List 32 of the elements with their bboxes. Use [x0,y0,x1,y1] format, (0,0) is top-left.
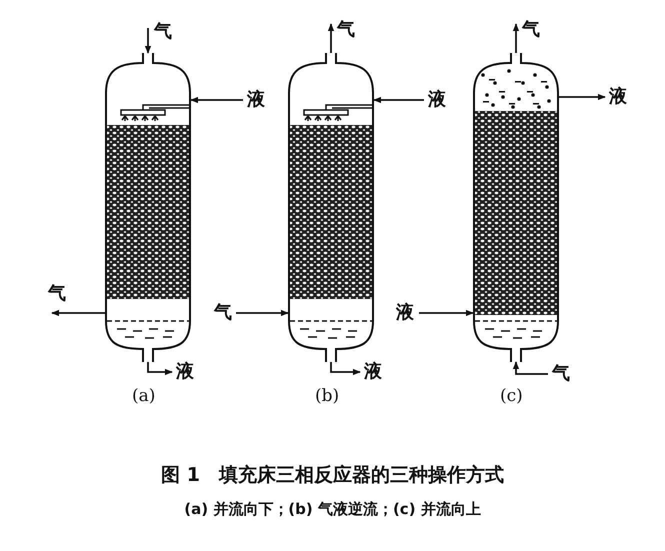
flow-arrow [328,23,334,53]
flow-arrow [144,28,152,54]
panel-label: (b) [315,386,340,406]
stream-label: 液 [176,362,194,382]
packed-bed-reactor-drawing [105,53,191,362]
stream-label: 气 [552,364,570,384]
panel-label: (a) [132,386,156,406]
packed-bed-reactor-drawing [473,53,559,362]
stream-label: 气 [337,20,355,40]
stream-label: 气 [48,284,66,304]
figure-caption: (a) 并流向下；(b) 气液逆流；(c) 并流向上 [183,500,482,519]
flow-arrow [512,361,548,375]
flow-arrow [236,310,289,316]
flow-arrow [330,362,361,376]
flow-arrow [51,310,105,316]
flow-arrow [373,96,424,104]
stream-label: 液 [428,90,446,110]
stream-label: 气 [154,22,172,42]
flow-arrow [559,94,606,100]
stream-label: 气 [214,303,232,323]
panel-label: (c) [500,386,523,406]
stream-label: 气 [522,20,540,40]
flow-arrow [147,362,173,376]
figure-title: 图 1 填充床三相反应器的三种操作方式 [160,463,505,488]
stream-label: 液 [396,303,414,323]
stream-label: 液 [609,87,627,107]
flow-arrow [419,310,474,316]
stream-label: 液 [364,362,382,382]
flow-arrow [512,23,520,53]
flow-arrow [190,96,243,104]
packed-bed-reactor-drawing [288,53,374,362]
stream-label: 液 [247,90,265,110]
